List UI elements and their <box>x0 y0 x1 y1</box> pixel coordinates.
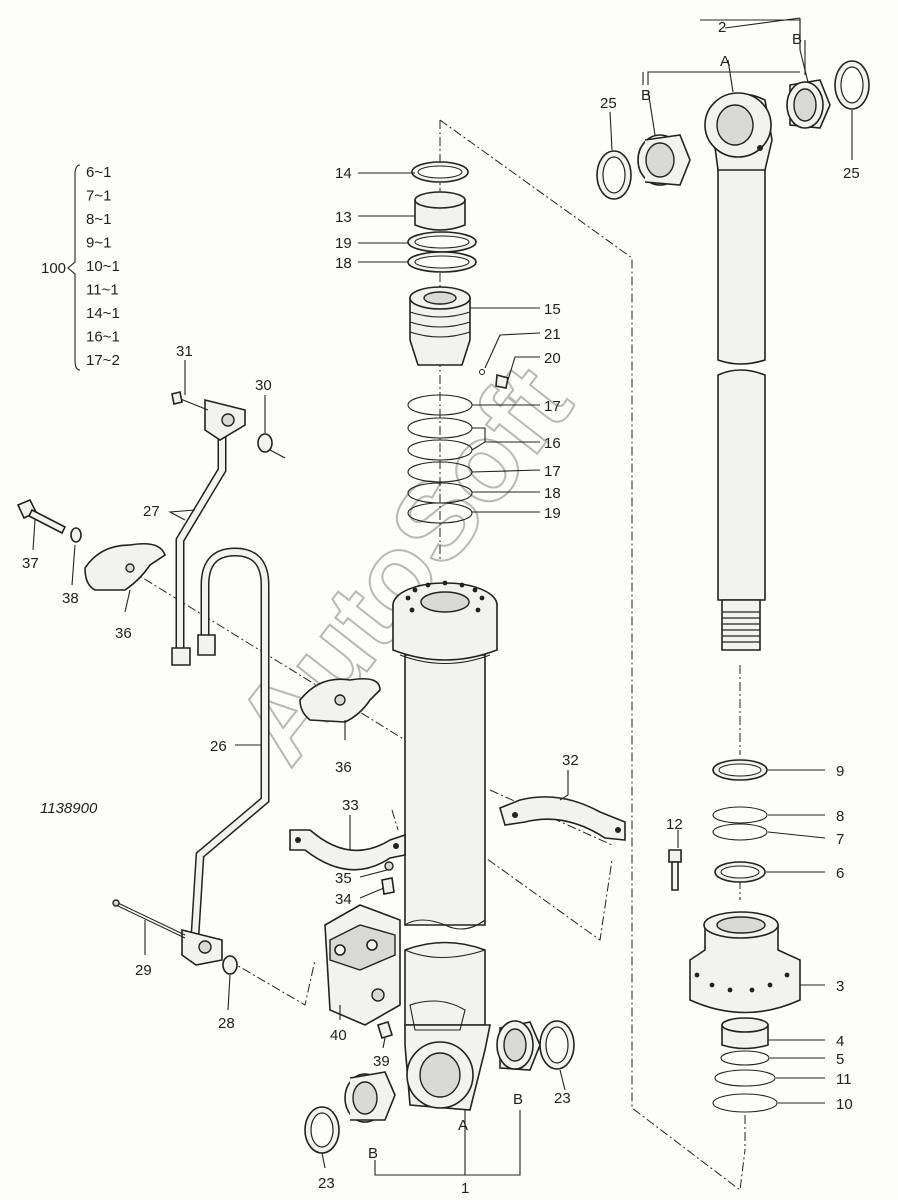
callout-15: 15 <box>544 301 561 318</box>
callout-18-top: 18 <box>335 255 352 272</box>
callout-28: 28 <box>218 1015 235 1032</box>
cylinder-head-stack <box>668 759 801 1113</box>
kit-item: 8~1 <box>86 211 111 228</box>
dust-seal-right <box>834 60 870 110</box>
barrel-bushing-left <box>344 1071 396 1123</box>
nut-35 <box>384 861 394 871</box>
callout-37: 37 <box>22 555 39 572</box>
kit-item: 17~2 <box>86 352 120 369</box>
callout-3: 3 <box>836 978 844 995</box>
kit-item: 10~1 <box>86 258 120 275</box>
piston-rod <box>704 92 773 651</box>
callout-16: 16 <box>544 435 561 452</box>
clamp-36-upper <box>84 542 166 591</box>
callout-26: 26 <box>210 738 227 755</box>
callout-36-left: 36 <box>115 625 132 642</box>
letter-a-top: A <box>720 53 730 70</box>
rod-bushing-right <box>786 79 831 129</box>
callout-35: 35 <box>335 870 352 887</box>
letter-b-bottom-left: B <box>368 1145 378 1162</box>
callout-12: 12 <box>666 816 683 833</box>
callout-8: 8 <box>836 808 844 825</box>
callout-11: 11 <box>836 1071 852 1088</box>
cylinder-barrel <box>392 580 498 1111</box>
band-clamp-33 <box>289 829 406 871</box>
assembly-guide-line <box>227 959 316 1006</box>
assembly-guide-line <box>439 119 746 1191</box>
callout-30: 30 <box>255 377 272 394</box>
washer-38 <box>70 527 82 543</box>
letter-b-bottom-right: B <box>513 1091 523 1108</box>
dust-seal-left <box>596 150 632 200</box>
o-ring-28 <box>222 955 238 975</box>
assembly-guide-line <box>391 809 399 831</box>
letter-b-top-right: B <box>792 31 802 48</box>
callout-6: 6 <box>836 865 844 882</box>
callout-17-bottom: 17 <box>544 463 561 480</box>
pipe-27 <box>171 398 246 666</box>
kit-item: 9~1 <box>86 235 111 252</box>
valve-block-40 <box>324 904 401 1026</box>
callout-27: 27 <box>143 503 160 520</box>
o-ring-30 <box>257 433 273 453</box>
callout-34: 34 <box>335 891 352 908</box>
assembly-guide-line <box>489 789 613 846</box>
barrel-seal-left <box>304 1106 340 1154</box>
kit-item: 7~1 <box>86 188 111 205</box>
callout-18-bottom: 18 <box>544 485 561 502</box>
kit-item: 16~1 <box>86 329 120 346</box>
barrel-bushing-right <box>496 1020 541 1071</box>
kit-item: 14~1 <box>86 305 120 322</box>
callout-13: 13 <box>335 209 352 226</box>
bolt-34 <box>381 877 395 895</box>
leader-lines <box>32 17 853 1176</box>
callout-39: 39 <box>373 1053 390 1070</box>
kit-item: 11~1 <box>86 282 119 299</box>
bolt-37 <box>16 498 67 535</box>
callout-4: 4 <box>836 1033 844 1050</box>
bolt-29 <box>112 899 186 939</box>
callout-19-bottom: 19 <box>544 505 561 522</box>
bolt-31 <box>171 391 209 411</box>
callout-33: 33 <box>342 797 359 814</box>
kit-number: 100 <box>41 260 66 277</box>
letter-b-top-left: B <box>641 87 651 104</box>
callout-14: 14 <box>335 165 352 182</box>
callout-7: 7 <box>836 831 844 848</box>
callout-29: 29 <box>135 962 152 979</box>
kit-item: 6~1 <box>86 164 111 181</box>
callout-25-left: 25 <box>600 95 617 112</box>
pipe-26 <box>181 547 270 966</box>
plug-39 <box>376 1021 394 1039</box>
letter-a-bottom: A <box>458 1117 468 1134</box>
callout-5: 5 <box>836 1051 844 1068</box>
callout-23-left: 23 <box>318 1175 335 1192</box>
callout-36-center: 36 <box>335 759 352 776</box>
callout-21: 21 <box>544 326 561 343</box>
callout-38: 38 <box>62 590 79 607</box>
kit-item-list: 6~1 7~1 8~1 9~1 10~1 11~1 14~1 16~1 17~2 <box>86 164 120 369</box>
callout-10: 10 <box>836 1096 853 1113</box>
clamp-36-lower <box>299 677 381 723</box>
callout-9: 9 <box>836 763 844 780</box>
callout-17-top: 17 <box>544 398 561 415</box>
callout-31: 31 <box>176 343 193 360</box>
band-clamp-32 <box>499 796 626 841</box>
callout-32: 32 <box>562 752 579 769</box>
rod-bushing-left <box>637 134 691 186</box>
callout-23-right: 23 <box>554 1090 571 1107</box>
callout-1: 1 <box>461 1180 469 1197</box>
callout-19-top: 19 <box>335 235 352 252</box>
callout-2: 2 <box>718 19 726 36</box>
callout-40: 40 <box>330 1027 347 1044</box>
piston-seal-stack <box>407 161 509 524</box>
callout-20: 20 <box>544 350 561 367</box>
diagram-id: 1138900 <box>40 800 98 817</box>
callout-25-right: 25 <box>843 165 860 182</box>
barrel-seal-right <box>539 1020 575 1070</box>
